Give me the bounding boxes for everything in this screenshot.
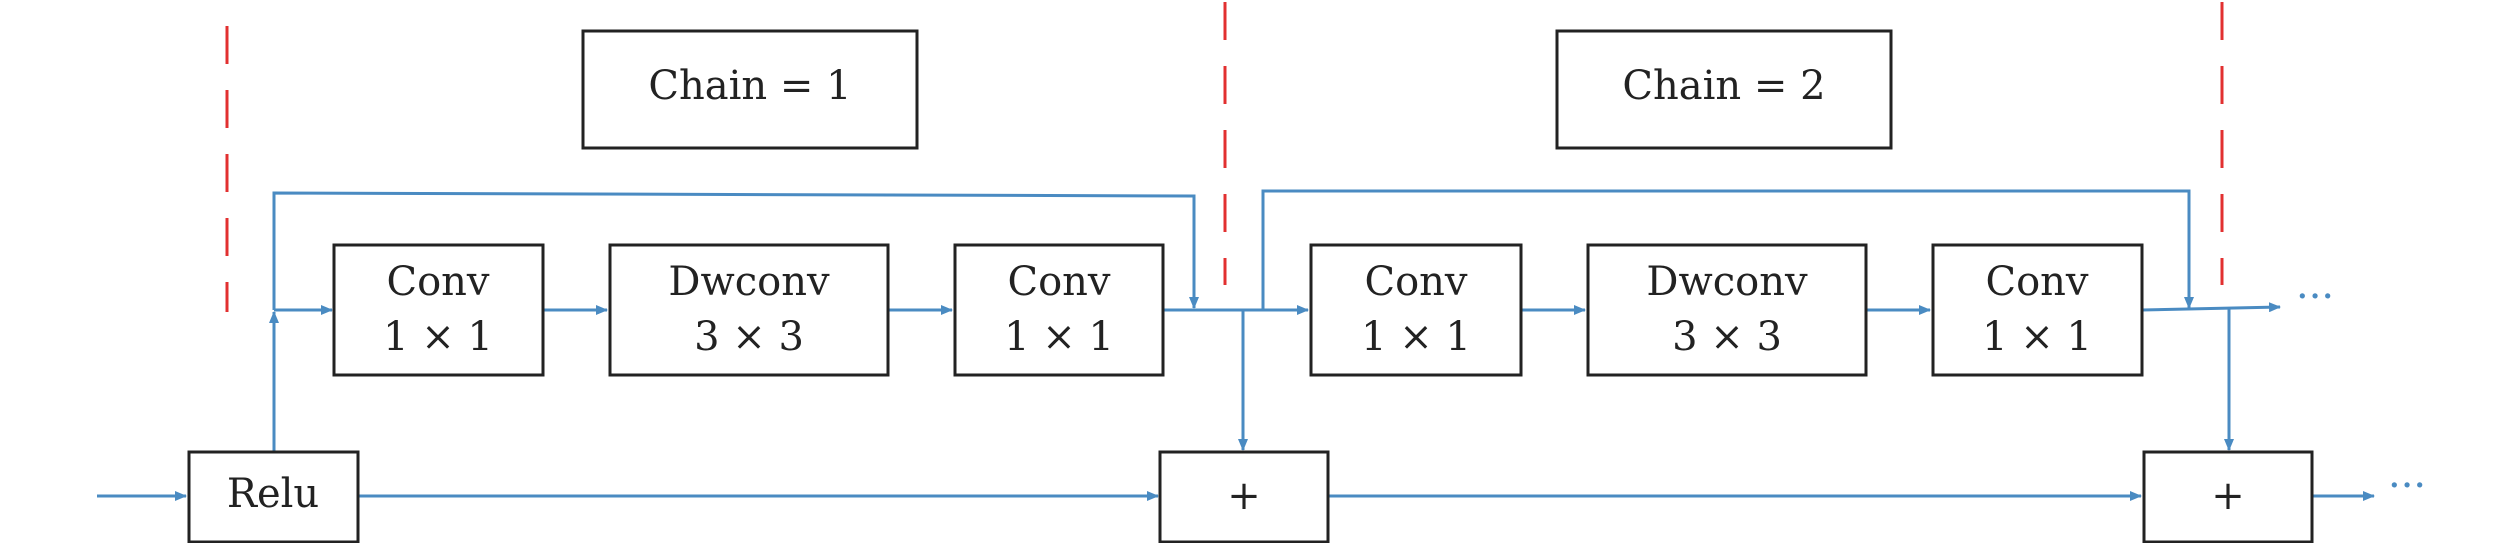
conv-block-4-line2: 1 × 1: [1982, 314, 2092, 360]
chain-1-skip-path: [272, 191, 1199, 310]
conv-block-4-line1: Conv: [1985, 259, 2088, 305]
dwconv-block-2-line2: 3 × 3: [1672, 314, 1782, 360]
dwconv-block-1-line2: 3 × 3: [694, 314, 804, 360]
conv-block-3-line2: 1 × 1: [1361, 314, 1471, 360]
chain-1-label: Chain = 1: [648, 63, 851, 109]
adder-2-label: +: [2211, 473, 2245, 519]
chain-2-box: [1555, 29, 1893, 150]
relu-label: Relu: [227, 471, 319, 517]
dwconv-block-1: Dwconv 3 × 3: [608, 243, 890, 377]
conv-block-1-line1: Conv: [386, 259, 489, 305]
dwconv-block-1-line1: Dwconv: [668, 259, 830, 305]
conv-block-4: Conv 1 × 1: [1931, 243, 2144, 377]
dwconv-block-2: Dwconv 3 × 3: [1586, 243, 1868, 377]
dwconv-block-2-line1: Dwconv: [1646, 259, 1808, 305]
relu-block: Relu: [187, 450, 360, 543]
upper-continuation: ···: [2296, 274, 2334, 320]
adder-1-label: +: [1227, 473, 1261, 519]
conv-block-1-line2: 1 × 1: [383, 314, 493, 360]
conv4-out-arrow: [2141, 302, 2281, 313]
chain-1-box: [581, 29, 919, 150]
conv-block-2: Conv 1 × 1: [953, 243, 1165, 377]
conv-block-2-line1: Conv: [1007, 259, 1110, 305]
conv-block-3: Conv 1 × 1: [1309, 243, 1523, 377]
chain-2-skip-path: [1261, 189, 2194, 310]
adder-2: +: [2142, 450, 2314, 543]
conv-block-1: Conv 1 × 1: [332, 243, 545, 377]
conv-block-2-line2: 1 × 1: [1004, 314, 1114, 360]
chain-2-label: Chain = 2: [1622, 63, 1825, 109]
adder-1: +: [1158, 450, 1330, 543]
conv-block-3-line1: Conv: [1364, 259, 1467, 305]
lower-continuation: ···: [2388, 463, 2426, 509]
